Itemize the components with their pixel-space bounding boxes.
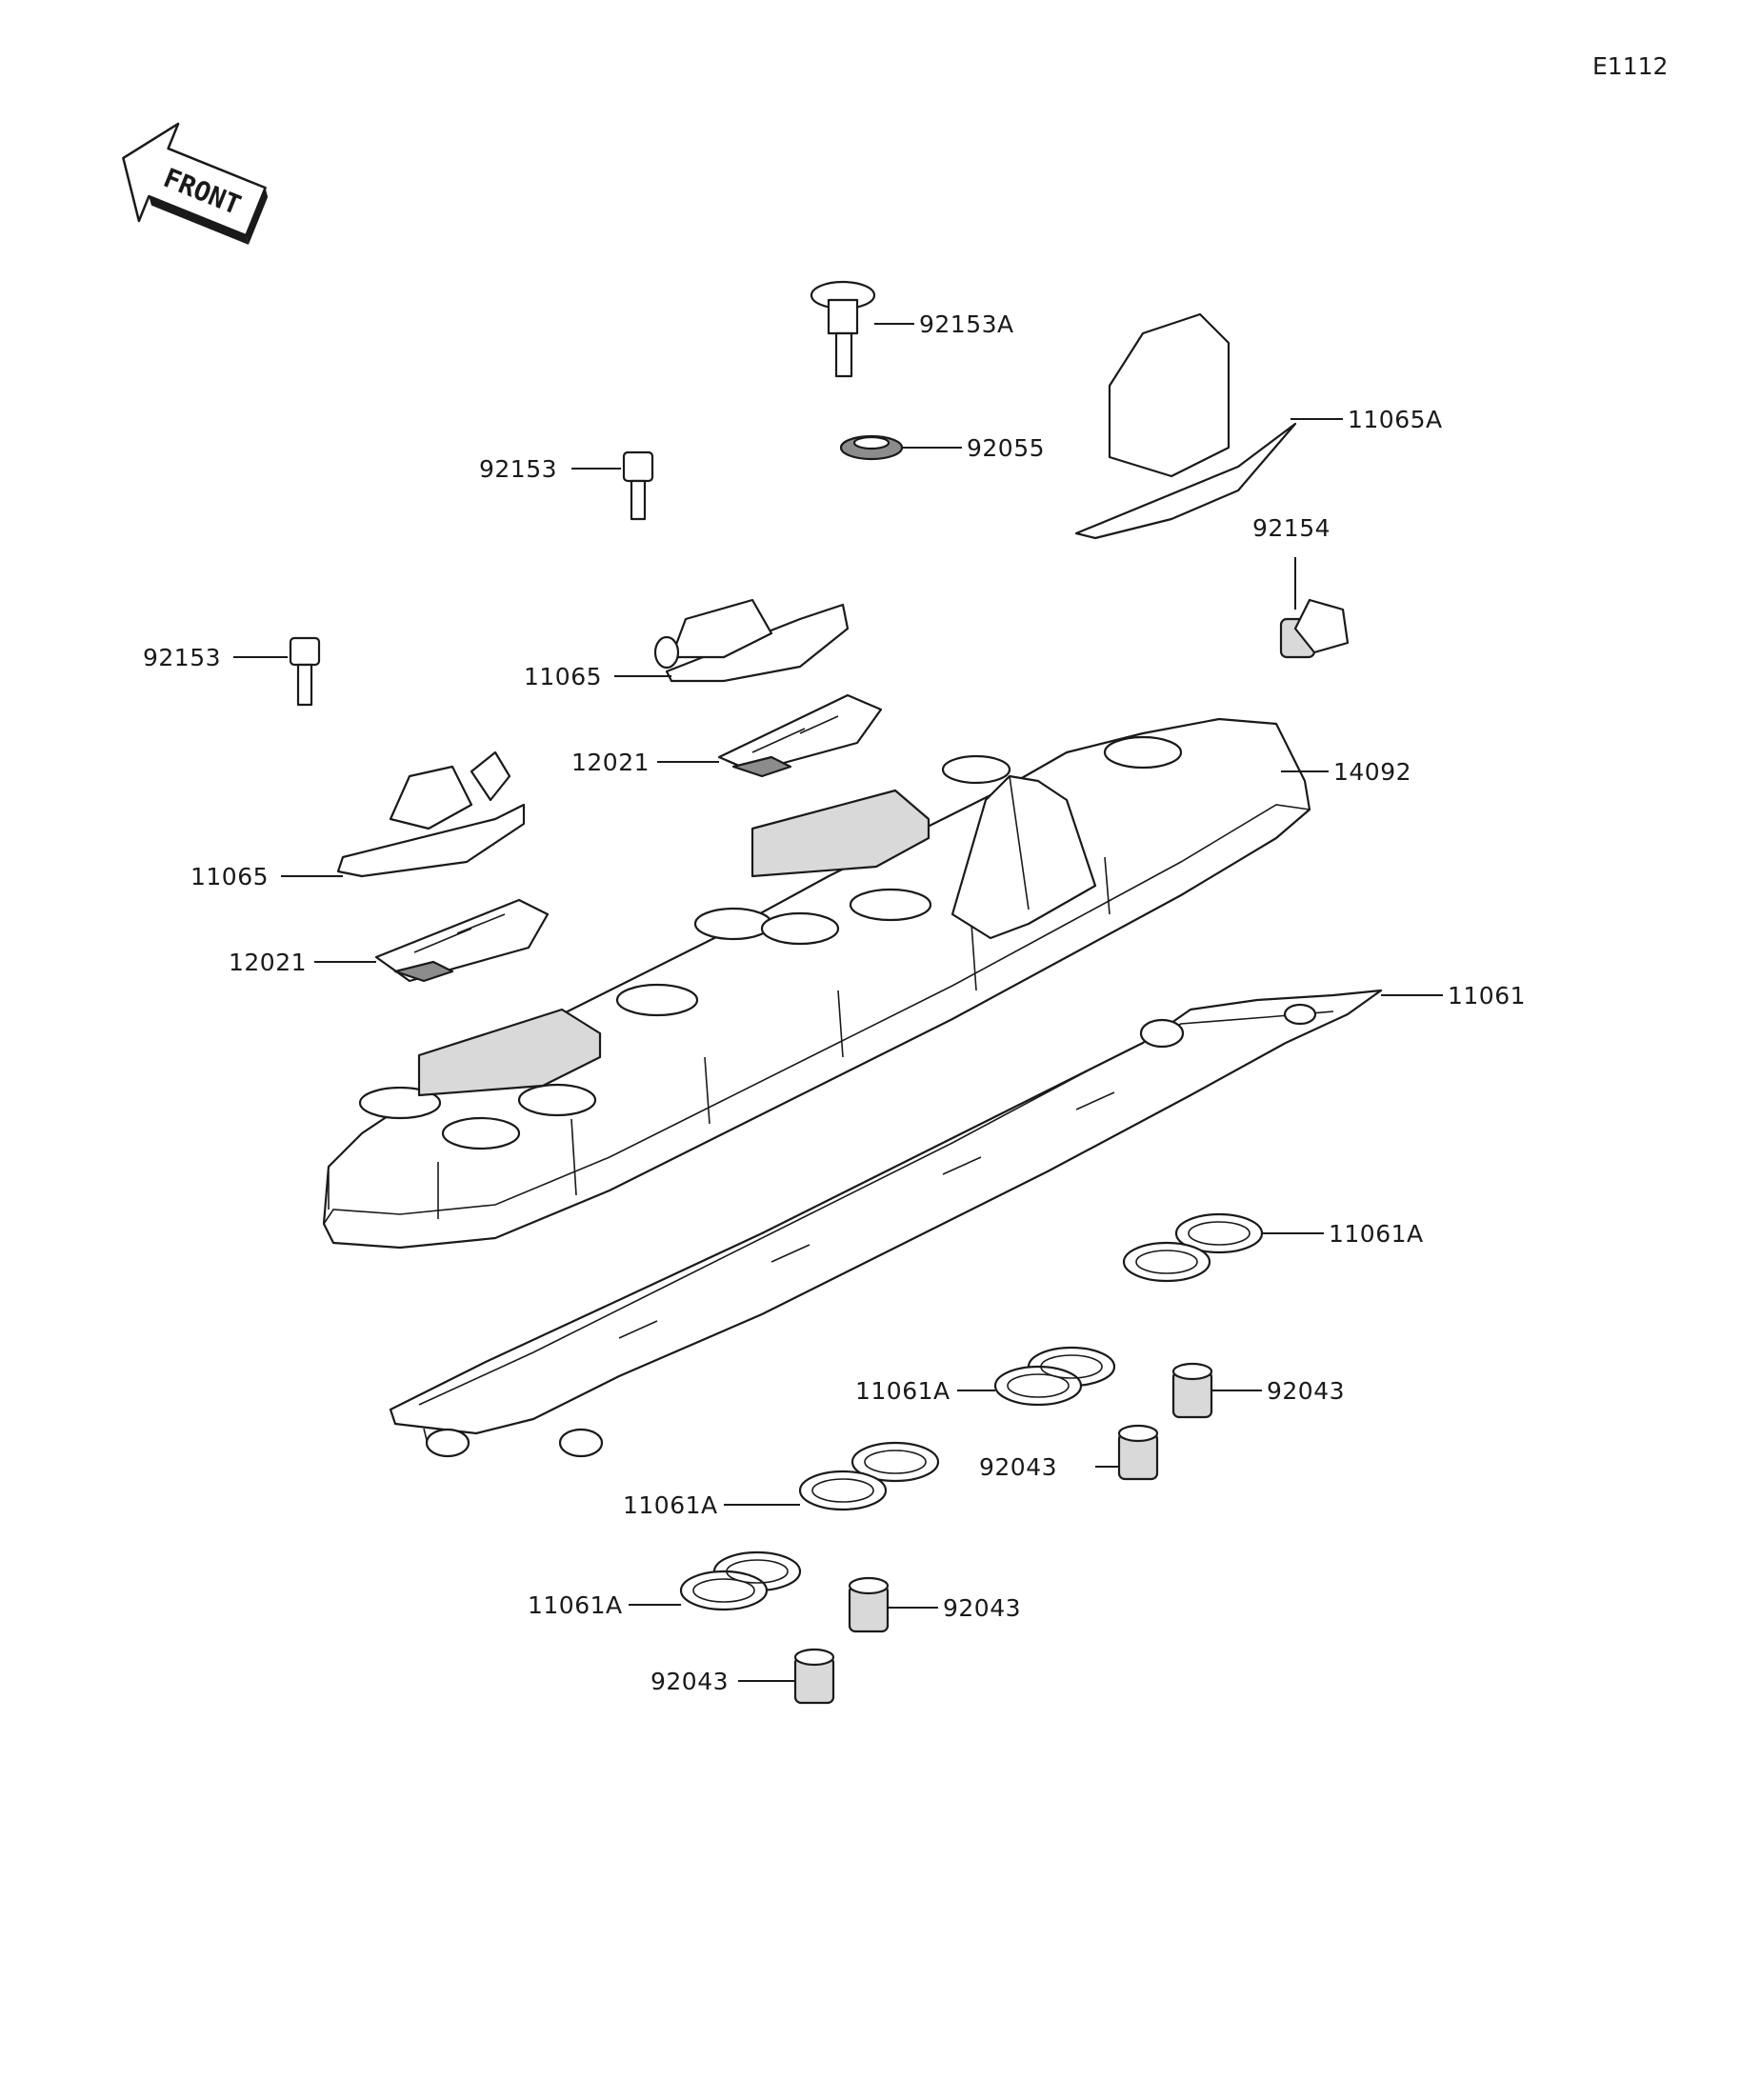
- pad-12021-upper: [717, 693, 883, 778]
- callout-label: 92153: [479, 455, 557, 483]
- callout-label: 11061: [1448, 982, 1526, 1010]
- callout-label: 11065: [524, 663, 602, 690]
- callout-label: 12021: [571, 749, 650, 776]
- ring-11061a-3: [798, 1441, 940, 1511]
- callout-label: 92043: [979, 1453, 1057, 1481]
- callout-label: 11061A: [855, 1377, 951, 1405]
- callout-label: 11065: [190, 863, 269, 890]
- cover-11065a: [1074, 312, 1297, 540]
- dowel-92043-2: [1117, 1424, 1159, 1481]
- callout-label: 92153A: [919, 310, 1014, 338]
- valve-cover: [322, 717, 1311, 1250]
- ring-11061a-2: [993, 1346, 1116, 1407]
- diagram-code: E1112: [1592, 52, 1668, 80]
- bracket-11065-lower: [336, 750, 526, 878]
- dowel-92043-3: [848, 1576, 890, 1633]
- bolt-92153-lower: [289, 636, 321, 707]
- callout-label: 11065A: [1348, 406, 1443, 433]
- callout-label: 92043: [943, 1594, 1021, 1622]
- callout-label: 14092: [1333, 758, 1411, 786]
- front-arrow-icon: FRONT: [122, 122, 269, 245]
- callout-label: 92043: [1267, 1377, 1345, 1405]
- bolt-92153a: [810, 280, 876, 378]
- dowel-92043-4: [793, 1648, 835, 1705]
- ring-11061a-1: [1122, 1212, 1264, 1283]
- bolt-92153-upper: [622, 450, 654, 521]
- callout-label: 92154: [1252, 514, 1331, 542]
- callout-label: 11061A: [528, 1591, 623, 1619]
- grommet-92055: [839, 434, 904, 461]
- callout-label: 92055: [967, 434, 1045, 462]
- leader-lines: [233, 323, 1443, 1682]
- callout-label: 11061A: [623, 1491, 718, 1519]
- part-labels: 92153A 92055 11065A 92153 92154 92153 11…: [143, 310, 1526, 1695]
- ring-11061a-4: [679, 1550, 802, 1611]
- pad-12021-lower: [374, 898, 550, 983]
- dowel-92043-1: [1171, 1362, 1213, 1419]
- cover-gasket: [389, 989, 1383, 1458]
- callout-label: 92043: [650, 1668, 729, 1695]
- callout-label: 92153: [143, 644, 221, 671]
- plug-92154: [1279, 598, 1350, 659]
- callout-label: 11061A: [1329, 1220, 1424, 1248]
- bracket-11065-upper: [653, 598, 850, 683]
- callout-label: 12021: [229, 949, 307, 976]
